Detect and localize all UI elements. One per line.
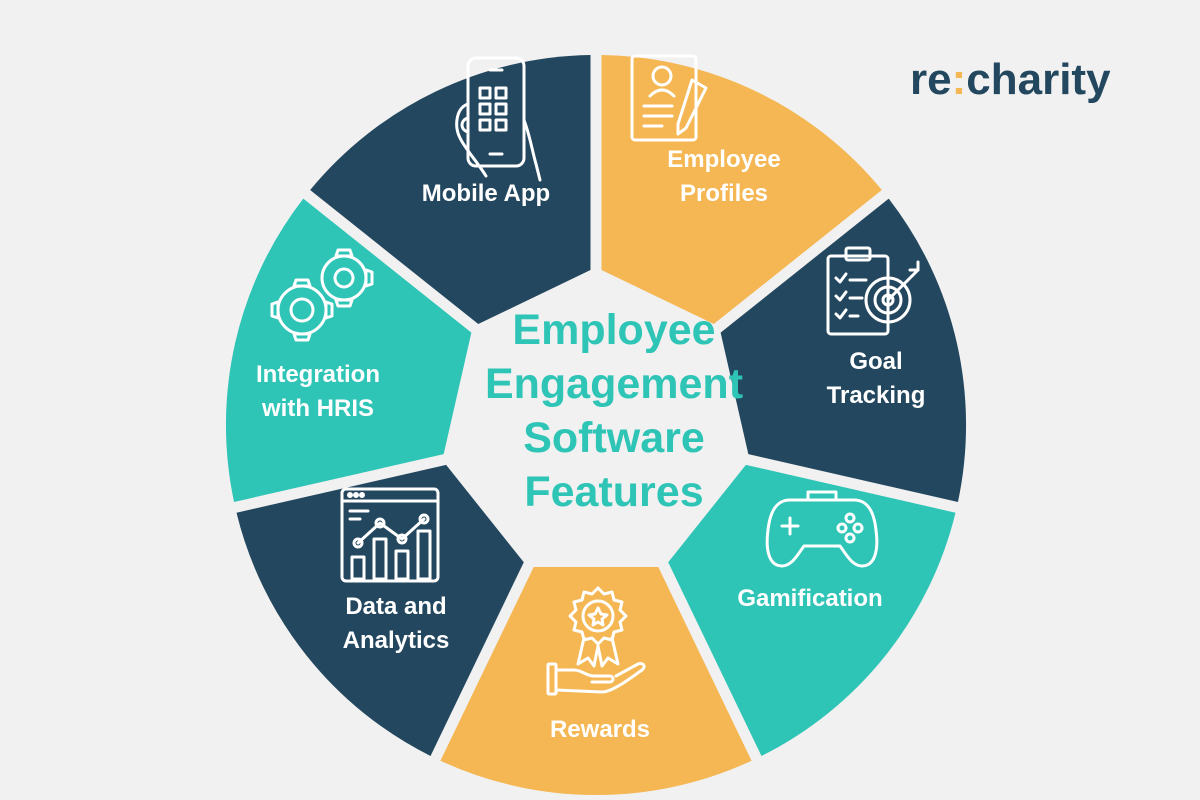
segment-label-line: Analytics xyxy=(343,627,450,654)
resume-pencil-icon xyxy=(630,54,708,142)
mobile-phone-icon xyxy=(455,56,542,182)
segment-label-mobile-app: Mobile App xyxy=(422,180,550,207)
segment-label-line: Profiles xyxy=(680,180,768,207)
segment-label-line: Gamification xyxy=(737,585,882,612)
segment-label-line: Goal xyxy=(849,348,902,375)
segment-integration-hris xyxy=(225,198,472,502)
recharity-logo: re:charity xyxy=(910,55,1111,104)
segment-label-integration-hris: Integration with HRIS xyxy=(256,361,380,422)
segment-label-line: Rewards xyxy=(550,716,650,743)
segment-label-line: Mobile App xyxy=(422,180,550,207)
gamepad-icon xyxy=(765,490,879,568)
segment-label-line: Tracking xyxy=(827,382,926,409)
center-title-line: Software xyxy=(523,414,705,462)
segment-gamification xyxy=(668,464,956,756)
segment-label-line: Employee xyxy=(667,146,780,173)
clipboard-target-icon xyxy=(826,246,920,336)
center-title-line: Employee xyxy=(512,306,715,354)
segment-label-line: with HRIS xyxy=(261,395,374,422)
center-title-line: Features xyxy=(524,468,703,516)
segment-data-analytics xyxy=(236,464,524,756)
segment-label-line: Data and xyxy=(345,593,446,620)
icons-layer xyxy=(270,54,920,696)
analytics-chart-icon xyxy=(340,487,440,583)
logo-prefix: re xyxy=(910,55,952,104)
segment-goal-tracking xyxy=(720,198,967,502)
segment-label-gamification: Gamification xyxy=(737,585,882,612)
segment-label-rewards: Rewards xyxy=(550,716,650,743)
logo-suffix: charity xyxy=(966,55,1111,104)
center-title-line: Engagement xyxy=(485,360,743,408)
gears-icon xyxy=(270,248,374,342)
award-hand-icon xyxy=(546,586,646,696)
segment-employee-profiles xyxy=(601,55,882,325)
segment-mobile-app xyxy=(310,55,591,325)
segments-layer xyxy=(225,55,967,796)
segment-label-line: Integration xyxy=(256,361,380,388)
logo-separator: : xyxy=(952,55,967,104)
